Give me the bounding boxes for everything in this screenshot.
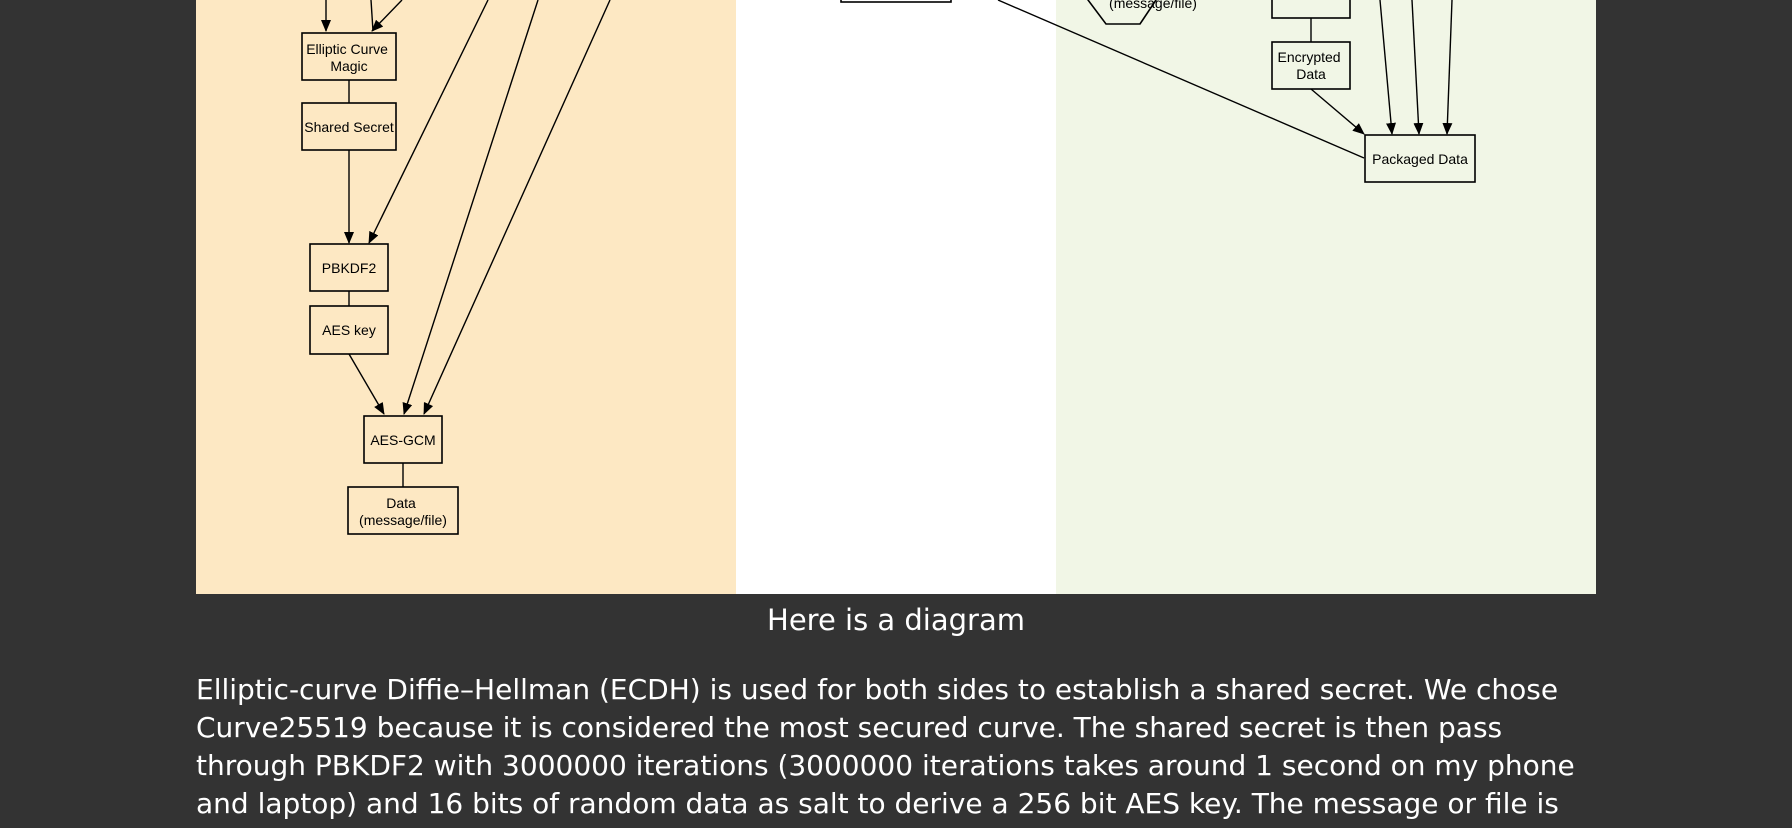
node-elliptic-curve-magic-label: Elliptic Curve Magic: [306, 41, 392, 74]
middle-panel: [736, 0, 1056, 594]
node-aes-key: [309, 305, 389, 355]
edge-top-to-packaged-c: [1442, 0, 1453, 135]
node-data-left-label: Data (message/file): [359, 495, 447, 528]
node-encrypted-data-label: Encrypted Data: [1278, 49, 1345, 82]
edge-top-to-packaged-b: [1411, 0, 1424, 135]
node-shared-secret-label: Shared Secret: [304, 119, 394, 135]
node-packaged-data: [1364, 134, 1476, 183]
node-middle-partial: [840, 0, 952, 3]
edge-middle-to-packaged: [997, 0, 1365, 159]
node-data-left: [347, 486, 459, 535]
diagram-caption: Here is a diagram: [767, 603, 1025, 637]
edge-aeskey-to-gcm: [348, 353, 385, 415]
node-pbkdf2-label: PBKDF2: [322, 260, 377, 276]
edge-encrypted-to-packaged: [1310, 88, 1365, 135]
flow-diagram: Elliptic Curve Magic Shared Secret PBKDF…: [196, 0, 1596, 594]
node-shared-secret: [301, 102, 397, 151]
node-aes-key-label: AES key: [322, 322, 376, 338]
description-paragraph: Elliptic-curve Diffie–Hellman (ECDH) is …: [196, 673, 1575, 820]
edge-top-to-pbkdf2: [368, 0, 489, 244]
edge-top-to-gcm-b: [423, 0, 611, 415]
node-aes-gcm-label: AES-GCM: [370, 432, 435, 448]
right-panel: [1056, 0, 1596, 594]
edge-top-to-packaged-a: [1379, 0, 1396, 135]
node-data-right-partial-label: (message/file): [1109, 0, 1197, 11]
node-pbkdf2: [309, 243, 389, 292]
node-aes-gcm: [363, 415, 443, 464]
edge-top-to-ecm-b2: [371, 0, 403, 32]
node-packaged-data-label: Packaged Data: [1372, 151, 1468, 167]
node-elliptic-curve-magic: [301, 32, 397, 81]
left-panel: [196, 0, 736, 594]
node-data-right-partial: [1087, 0, 1157, 25]
edge-top-to-gcm-a: [402, 0, 539, 415]
